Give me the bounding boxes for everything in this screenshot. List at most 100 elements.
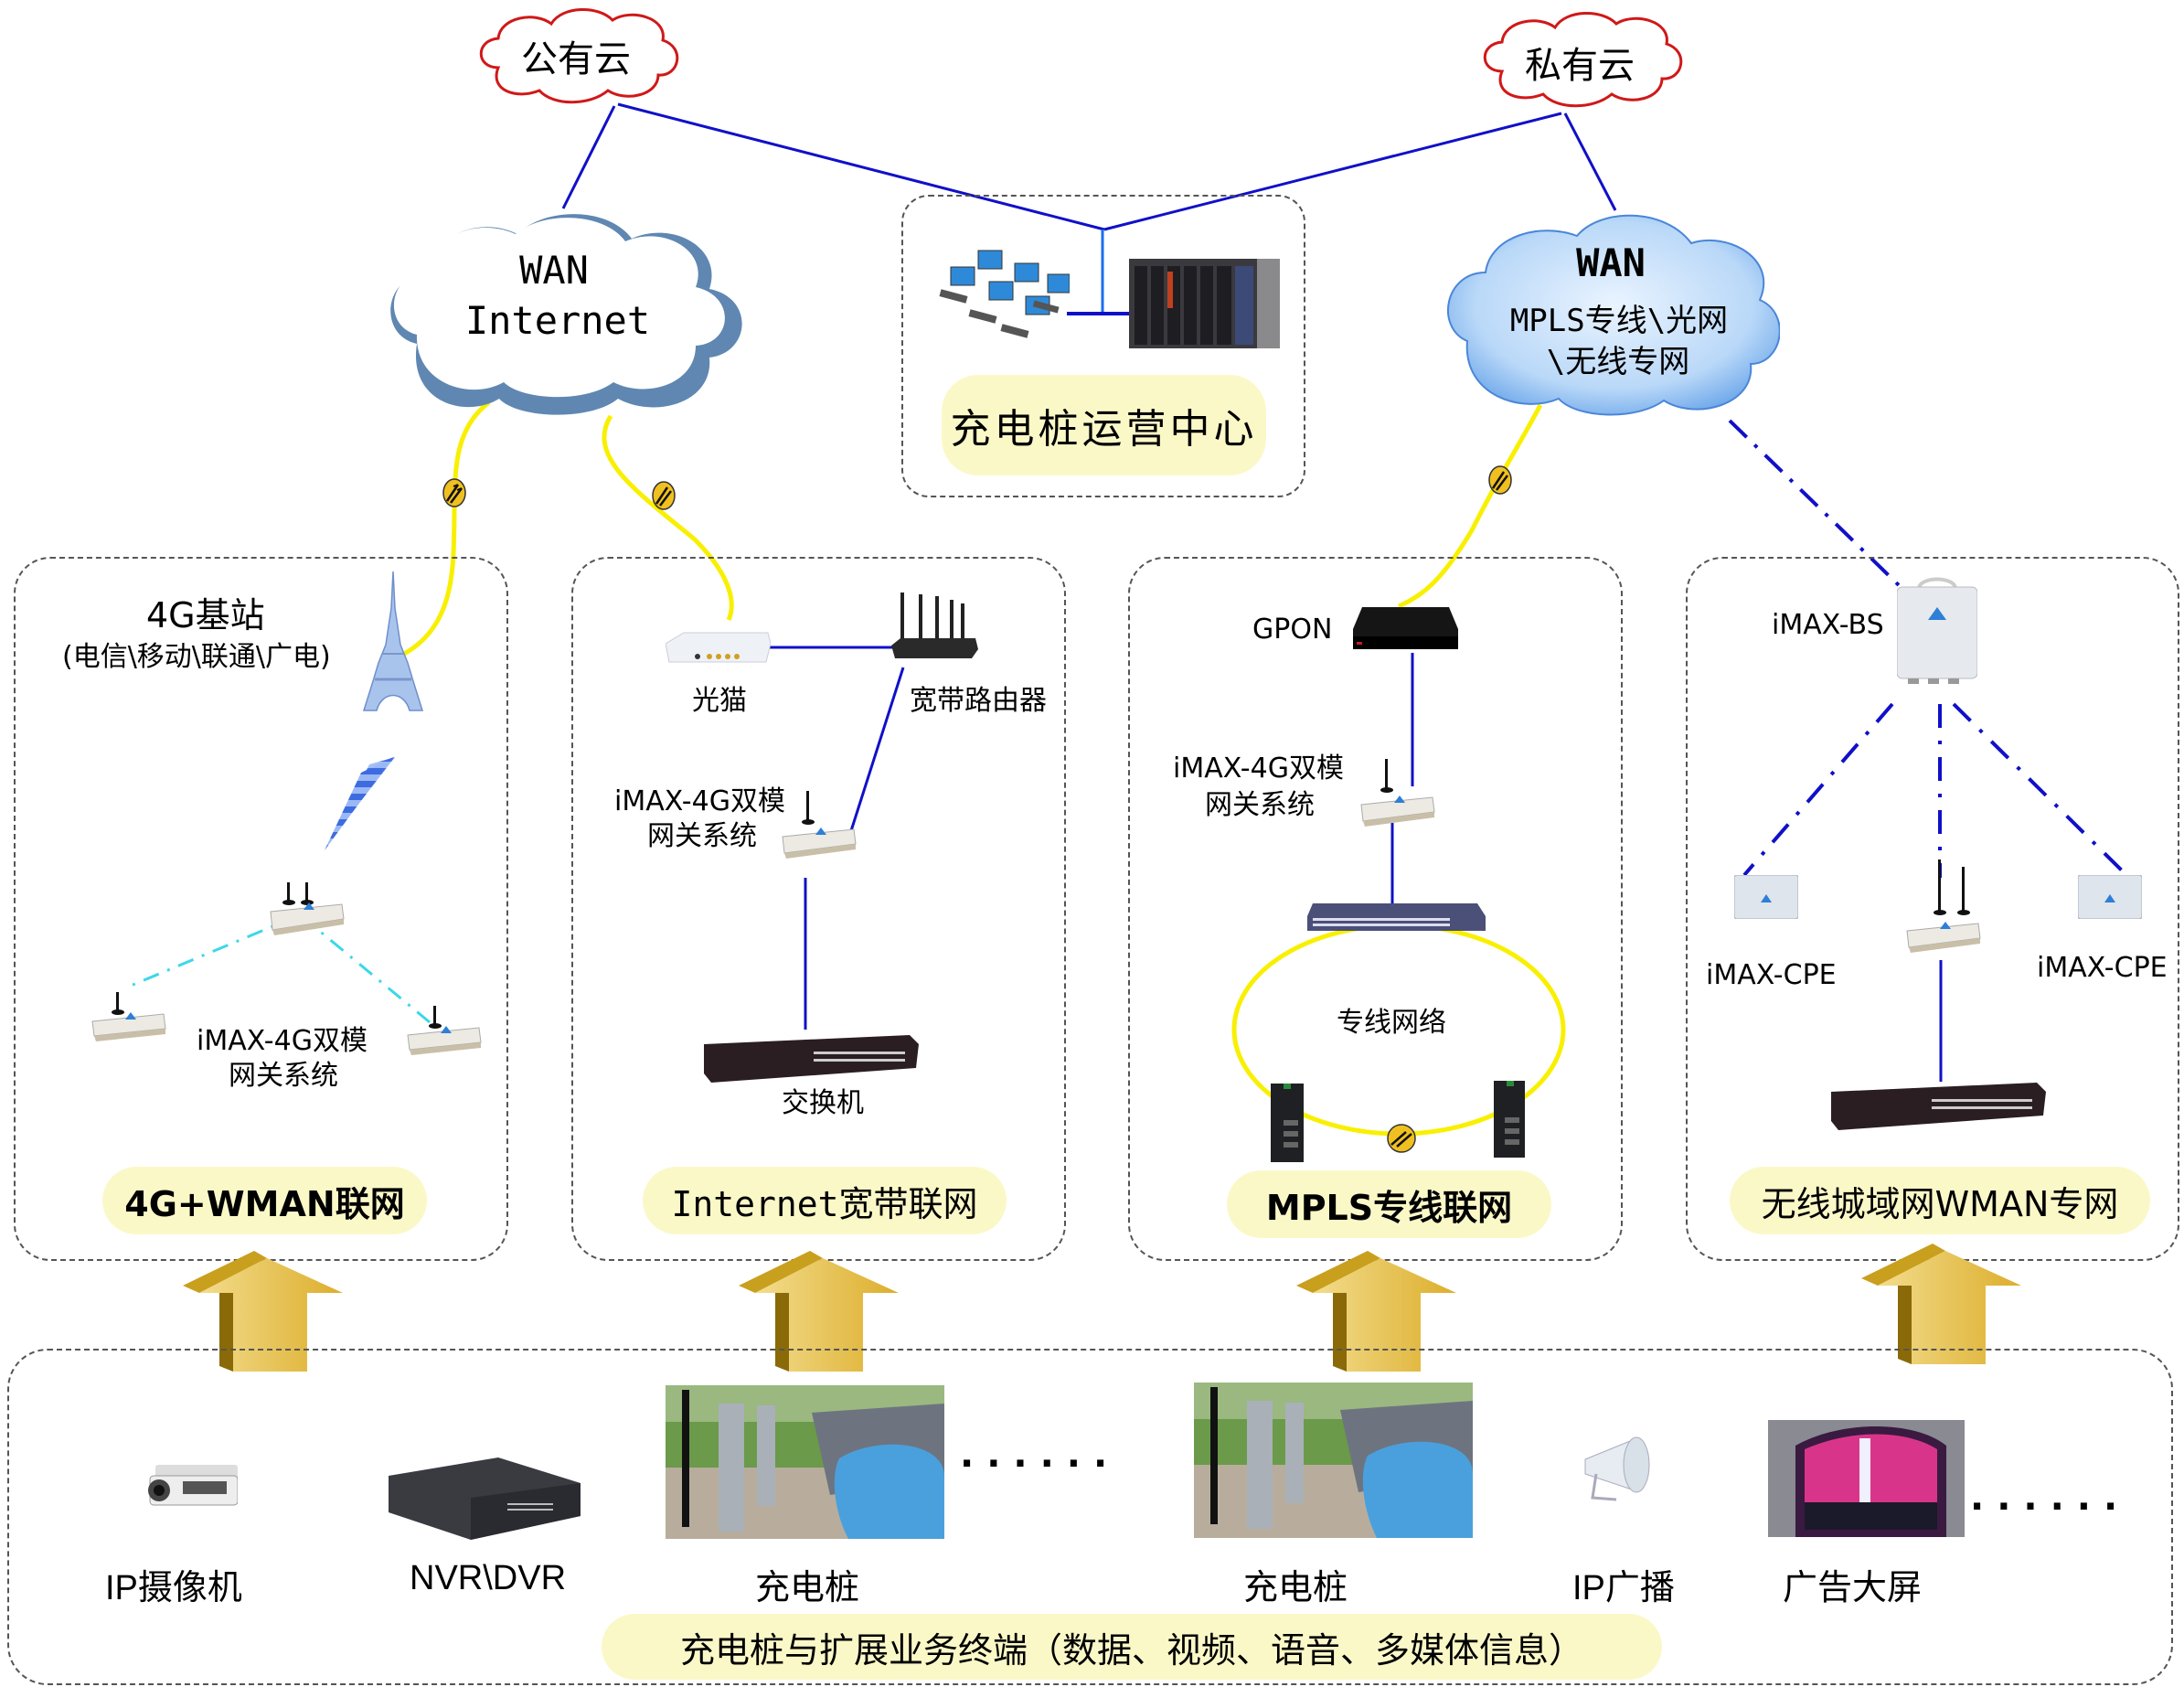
imax-bs-icon [1897, 577, 1977, 684]
terminal-label-ip-camera: IP摄像机 [105, 1569, 242, 1607]
ellipsis-2: ······ [1970, 1486, 2131, 1528]
router-label: 宽带路由器 [910, 685, 1047, 717]
gateway-label-line1: iMAX-4G双模 [614, 785, 785, 817]
terminals-caption: 充电桩与扩展业务终端（数据、视频、语音、多媒体信息） [602, 1614, 1662, 1680]
fiber-wan-private-to-gpon [1398, 403, 1543, 609]
gpon-label: GPON [1252, 614, 1333, 646]
fiber-wan-to-4g-tower [393, 400, 491, 661]
led-screen-photo [1768, 1420, 1965, 1537]
router-icon [891, 593, 978, 658]
gateway-label-line1: iMAX-4G双模 [1173, 753, 1344, 785]
wireless-link-wan-to-bs [1728, 419, 1901, 587]
imax-cpe-icon [2078, 875, 2142, 919]
wan-private-line2: \无线专网 [1546, 344, 1690, 380]
fiber-connector-icon [1488, 465, 1512, 495]
switch-label: 交换机 [782, 1087, 864, 1119]
gateway-device[interactable] [777, 791, 861, 864]
up-arrow-icon [1861, 1244, 2021, 1364]
ring-label: 专线网络 [1337, 1007, 1446, 1039]
gateway-label-line2: 网关系统 [647, 820, 757, 852]
panel2-links [768, 646, 905, 1030]
gateway-icon [782, 791, 857, 859]
public-cloud[interactable]: 公有云 [471, 4, 686, 106]
workstations-icon [939, 250, 1070, 338]
up-arrow-icon [183, 1251, 343, 1372]
up-arrow-icon [739, 1251, 899, 1372]
modem-label: 光猫 [692, 685, 747, 717]
cloud-outline-icon [1483, 12, 1683, 108]
ip-camera-icon [148, 1465, 238, 1506]
terminal-label-ad-screen: 广告大屏 [1783, 1569, 1923, 1607]
nvr-icon [389, 1457, 581, 1540]
gateway-label-line2: 网关系统 [229, 1060, 338, 1092]
gateway-device-right[interactable] [402, 1006, 486, 1057]
charging-pile-photo [1194, 1383, 1473, 1538]
gateway-device-center[interactable] [265, 882, 349, 937]
gateway-label-line2: 网关系统 [1205, 789, 1315, 821]
fiber-connector-icon [442, 478, 466, 507]
panel-title-mpls: MPLS专线联网 [1227, 1170, 1551, 1238]
optical-modem-icon [666, 632, 771, 663]
link-public-to-wan-internet [561, 105, 616, 209]
panel-internet-broadband [571, 557, 1066, 1261]
cloud-outline-icon [479, 8, 679, 104]
horn-speaker-icon [1584, 1436, 1650, 1501]
gateway-icon [1360, 759, 1435, 827]
gateway-icon [270, 882, 345, 935]
cloud-icon [390, 214, 742, 415]
server-rack-icon [1129, 259, 1280, 348]
fiber-wan-to-modem [602, 414, 734, 622]
cloud-links [561, 102, 1617, 231]
switch-icon [704, 1035, 919, 1083]
wan-private-cloud[interactable]: WAN MPLS专线\光网 \无线专网 [1440, 208, 1781, 421]
panel1-wireless-links [130, 914, 431, 1024]
public-cloud-label: 公有云 [521, 38, 631, 80]
charging-pile-photo [666, 1385, 944, 1539]
wan-internet-subtitle: Internet [464, 298, 651, 343]
terminal-label-charger-1: 充电桩 [755, 1569, 860, 1607]
ops-center-panel [901, 195, 1305, 497]
gateway-icon [1906, 860, 1981, 953]
panel3-links [1390, 653, 1414, 905]
industrial-switch-icon [1494, 1081, 1525, 1158]
cloud-icon [1446, 214, 1781, 416]
terminal-label-charger-2: 充电桩 [1243, 1569, 1348, 1607]
imax-cpe-icon [1734, 875, 1798, 919]
link-private-to-wan-private [1563, 112, 1617, 211]
industrial-switch-icon [1271, 1084, 1304, 1162]
wan-internet-cloud[interactable]: WAN Internet [380, 207, 746, 419]
wan-private-title: WAN [1576, 240, 1646, 285]
gateway-device-left[interactable] [87, 992, 171, 1043]
core-switch-icon [1307, 903, 1486, 931]
terminal-label-ip-broadcast: IP广播 [1572, 1569, 1675, 1607]
gateway-label-line1: iMAX-4G双模 [197, 1025, 368, 1057]
switch-icon [1831, 1083, 2046, 1130]
gateway-device[interactable] [1902, 860, 1986, 962]
wan-private-line1: MPLS专线\光网 [1509, 303, 1729, 339]
gpon-device-icon [1353, 607, 1458, 649]
fiber-connector-icon [652, 481, 676, 510]
fiber-connector-icon [1387, 1124, 1416, 1153]
private-cloud[interactable]: 私有云 [1475, 5, 1689, 112]
gateway-device[interactable] [1356, 759, 1440, 832]
panel-title-internet: Internet宽带联网 [643, 1167, 1007, 1234]
wan-internet-title: WAN [519, 248, 589, 293]
tower-icon [362, 571, 424, 711]
gateway-icon [91, 992, 166, 1041]
base-station-subtitle: (电信\移动\联通\广电) [62, 641, 331, 673]
up-arrow-icon [1296, 1251, 1456, 1372]
ellipsis-1: ······ [960, 1443, 1121, 1485]
bs-label: iMAX-BS [1772, 609, 1884, 641]
cpe-left-label: iMAX-CPE [1706, 959, 1837, 991]
base-station-title: 4G基站 [146, 595, 265, 635]
panel-title-4g-wman: 4G+WMAN联网 [102, 1167, 427, 1234]
ops-center-label: 充电桩运营中心 [942, 375, 1266, 475]
terminals-panel [7, 1349, 2173, 1685]
fiber-links [393, 400, 1543, 661]
panel4-wireless-links [1742, 702, 2125, 878]
terminal-label-nvr: NVR\DVR [410, 1559, 567, 1597]
private-cloud-label: 私有云 [1525, 45, 1635, 87]
link-public-to-ops [617, 102, 1105, 231]
cpe-right-label: iMAX-CPE [2037, 952, 2168, 984]
